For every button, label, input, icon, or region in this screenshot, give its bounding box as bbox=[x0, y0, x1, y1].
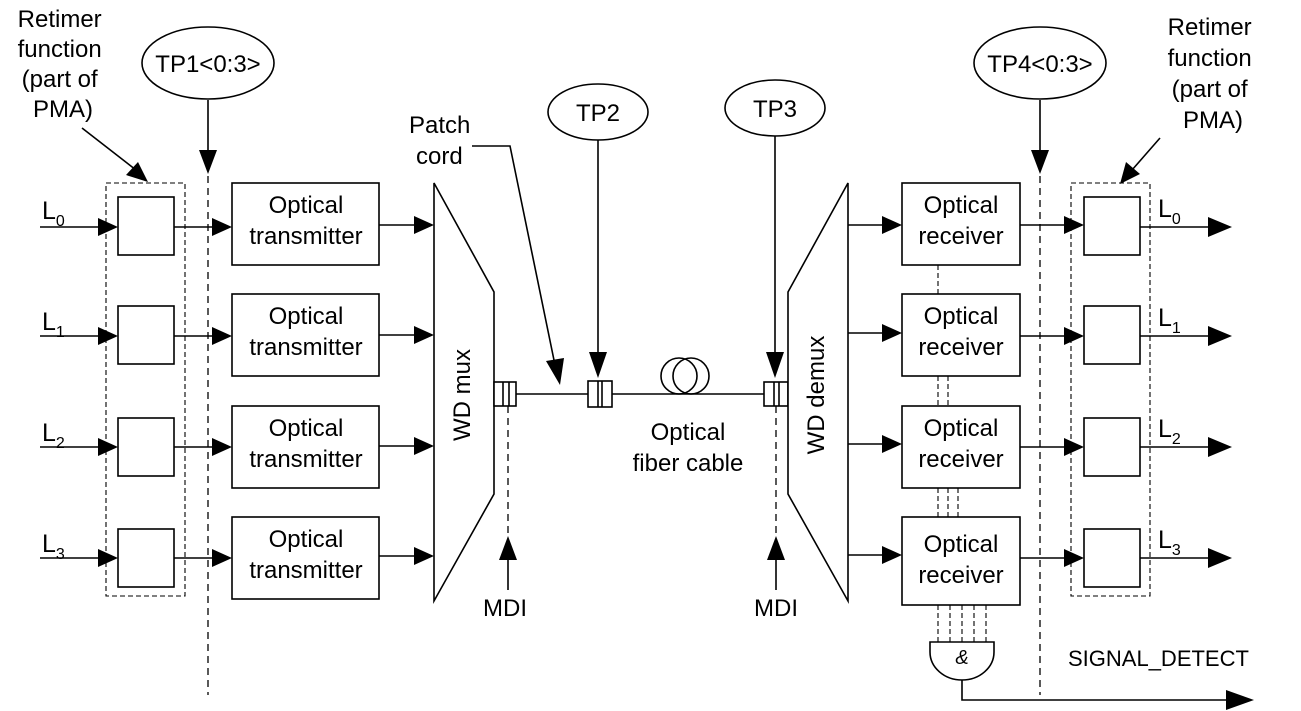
mdi-right-label: MDI bbox=[754, 595, 798, 622]
signal-detect-arrow-head bbox=[1226, 690, 1254, 710]
optical-transmitter-1 bbox=[231, 293, 380, 377]
lane-in-label-0: L0 bbox=[42, 197, 65, 230]
right-retimer-box-3 bbox=[1083, 528, 1141, 588]
fiber-coil-left bbox=[660, 357, 698, 395]
left-retimer-box-1 bbox=[117, 305, 175, 365]
tp4-pointer-head bbox=[1031, 150, 1049, 174]
wd-demux bbox=[787, 182, 849, 605]
mdi-right-connector bbox=[763, 381, 789, 407]
lane-in-label-1: L1 bbox=[42, 308, 65, 341]
right-retimer-box-0 bbox=[1083, 196, 1141, 256]
left-retimer-label: Retimer function (part of PMA) bbox=[18, 6, 109, 123]
lane-out-label-0: L0 bbox=[1158, 195, 1181, 228]
left-retimer-group bbox=[105, 182, 186, 597]
lane-in-label-3: L3 bbox=[42, 530, 65, 563]
optical-receiver-2 bbox=[901, 405, 1021, 489]
tp1-ellipse bbox=[141, 26, 275, 100]
lane-out-label-2: L2 bbox=[1158, 415, 1181, 448]
right-retimer-box-2 bbox=[1083, 417, 1141, 477]
patch-cord-pointer bbox=[472, 145, 556, 366]
signal-detect-line bbox=[961, 680, 1230, 701]
signal-detect-bus bbox=[937, 265, 987, 642]
left-retimer-box-0 bbox=[117, 196, 175, 256]
and-gate bbox=[929, 641, 995, 681]
fiber-coil-right bbox=[672, 357, 710, 395]
wd-mux bbox=[433, 182, 495, 605]
optical-receiver-0 bbox=[901, 182, 1021, 266]
tp2-label: TP2 bbox=[576, 100, 620, 127]
mdi-left-label: MDI bbox=[483, 595, 527, 622]
tp3-label: TP3 bbox=[753, 96, 797, 123]
lane-out-label-3: L3 bbox=[1158, 526, 1181, 559]
mdi-left-connector bbox=[493, 381, 517, 407]
tp4-label: TP4<0:3> bbox=[987, 51, 1092, 78]
right-label-pointer-head bbox=[1120, 162, 1140, 184]
patch-cord-label-line-1: Patch bbox=[409, 112, 470, 139]
patch-connector bbox=[587, 380, 613, 408]
right-label-pointer bbox=[1131, 137, 1161, 171]
wd-mux-label: WD mux bbox=[449, 349, 476, 441]
tp1-label: TP1<0:3> bbox=[155, 51, 260, 78]
and-gate-symbol: & bbox=[955, 647, 968, 669]
tp1-pointer-head bbox=[199, 150, 217, 174]
left-retimer-box-2 bbox=[117, 417, 175, 477]
right-retimer-box-1 bbox=[1083, 305, 1141, 365]
optical-transmitter-0 bbox=[231, 182, 380, 266]
mdi-left-arrow-head bbox=[499, 536, 517, 560]
lane-in-label-2: L2 bbox=[42, 419, 65, 452]
optical-receiver-3 bbox=[901, 516, 1021, 606]
tp4-ellipse bbox=[973, 26, 1107, 100]
optical-receiver-1 bbox=[901, 293, 1021, 377]
patch-cord-label-line-2: cord bbox=[416, 143, 463, 170]
left-retimer-box-3 bbox=[117, 528, 175, 588]
wd-demux-label: WD demux bbox=[803, 336, 830, 455]
tp2-pointer-head bbox=[589, 352, 607, 378]
lane-out-label-1: L1 bbox=[1158, 304, 1181, 337]
tp3-pointer-head bbox=[766, 352, 784, 378]
left-label-pointer bbox=[81, 127, 137, 171]
mdi-right-arrow-head bbox=[767, 536, 785, 560]
left-label-pointer-head bbox=[126, 162, 148, 182]
patch-cord-pointer-head bbox=[546, 358, 564, 385]
right-retimer-label: Retimer function (part of PMA) bbox=[1168, 14, 1259, 134]
optical-transmitter-3 bbox=[231, 516, 380, 600]
optical-transmitter-2 bbox=[231, 405, 380, 489]
signal-detect-label: SIGNAL_DETECT bbox=[1068, 646, 1249, 671]
right-retimer-group bbox=[1070, 182, 1151, 597]
